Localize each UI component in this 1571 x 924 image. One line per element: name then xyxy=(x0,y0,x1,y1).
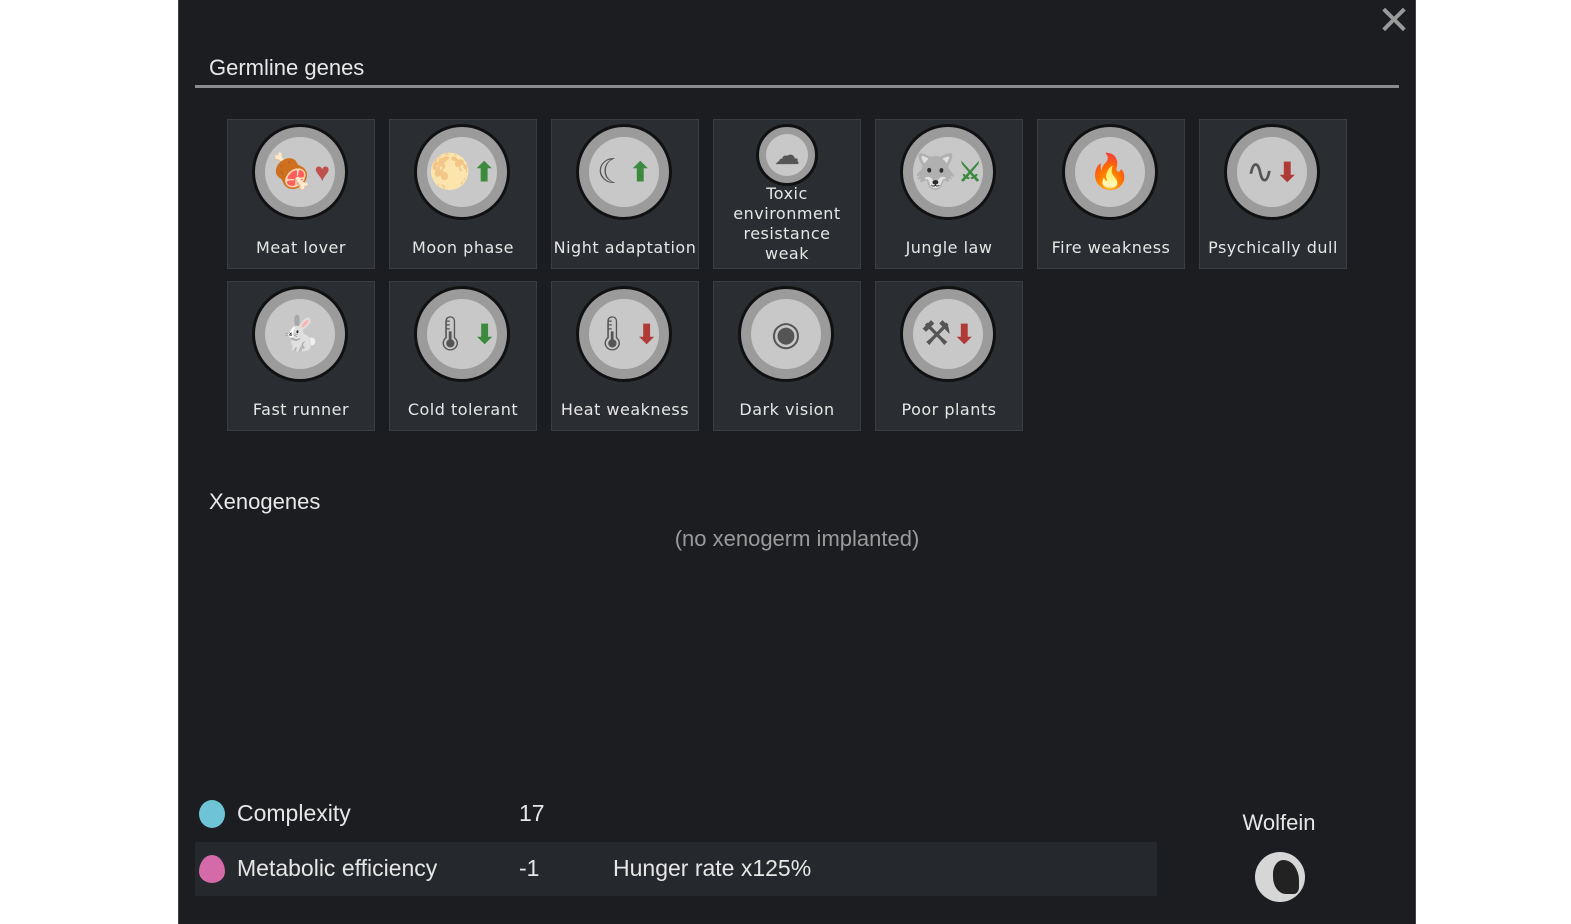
gene-label: Psychically dull xyxy=(1208,238,1338,257)
gene-glyph: ☁ xyxy=(774,140,800,170)
gene-glyph: ☾ xyxy=(596,153,628,191)
gene-label: Toxic environment resistance weak xyxy=(733,184,841,263)
rabbit-icon: 🐇 xyxy=(252,286,348,382)
gene-glyph: 🐺 xyxy=(914,153,957,191)
howling-wolf-moon-icon: 🌕⬆ xyxy=(414,124,510,220)
gene-glyph: 🍖 xyxy=(270,153,313,191)
psychic-down-icon: ∿⬇ xyxy=(1224,124,1320,220)
gene-glyph: ⚒ xyxy=(920,315,952,353)
gene-tile[interactable]: ◉ Dark vision xyxy=(713,281,861,431)
gene-arrow-icon: ⬆ xyxy=(473,157,496,187)
metabolism-flame-icon xyxy=(199,855,225,883)
eye-icon: ◉ xyxy=(738,286,834,382)
gene-tile[interactable]: ☁ Toxic environment resistance weak xyxy=(713,119,861,269)
gene-glyph: 🌡 xyxy=(428,315,472,353)
wolf-swords-icon: 🐺⚔ xyxy=(900,124,996,220)
stat-metabolic-efficiency: Metabolic efficiency -1 Hunger rate x125… xyxy=(195,842,1157,896)
gene-glyph: 🌡 xyxy=(590,315,634,353)
gene-label: Heat weakness xyxy=(560,400,690,419)
gene-tile[interactable]: 🌡⬇ Cold tolerant xyxy=(389,281,537,431)
gene-tile[interactable]: ⚒⬇ Poor plants xyxy=(875,281,1023,431)
xenotype-name: Wolfein xyxy=(1242,810,1316,835)
divider xyxy=(195,85,1399,88)
gene-label: Night adaptation xyxy=(553,238,697,257)
close-icon[interactable]: ✕ xyxy=(1377,0,1411,43)
gene-label: Fast runner xyxy=(252,400,350,419)
gene-arrow-icon: ⬇ xyxy=(635,319,658,349)
stat-value: 17 xyxy=(519,800,545,826)
germline-title: Germline genes xyxy=(209,55,365,80)
stat-effect: Hunger rate x125% xyxy=(613,855,812,881)
gene-glyph: 🐇 xyxy=(278,315,322,353)
gene-arrow-icon: ⬇ xyxy=(953,319,976,349)
gene-glyph: ◉ xyxy=(771,315,801,353)
gene-arrow-icon: ♥ xyxy=(314,157,330,187)
gene-label: Fire weakness xyxy=(1051,238,1171,257)
gene-arrow-icon: ⬆ xyxy=(629,157,652,187)
thermometer-heat-icon: 🌡⬇ xyxy=(576,286,672,382)
pitchfork-down-icon: ⚒⬇ xyxy=(900,286,996,382)
gene-dialog: ✕ Germline genes 🍖♥Meat lover🌕⬆Moon phas… xyxy=(178,0,1416,924)
gene-label: Moon phase xyxy=(412,238,514,257)
gene-tile[interactable]: ☾⬆ Night adaptation xyxy=(551,119,699,269)
meat-heart-icon: 🍖♥ xyxy=(252,124,348,220)
gene-arrow-icon: ⚔ xyxy=(958,157,982,187)
gene-label: Poor plants xyxy=(901,400,997,419)
gene-arrow-icon: ⬇ xyxy=(1276,157,1299,187)
gene-tile[interactable]: 🌡⬇ Heat weakness xyxy=(551,281,699,431)
toxic-shield-icon: ☁ xyxy=(756,124,818,186)
gene-tile[interactable]: 🍖♥ Meat lover xyxy=(227,119,375,269)
gene-glyph: 🔥 xyxy=(1088,153,1132,191)
stat-complexity: Complexity 17 xyxy=(195,787,1157,841)
wolfein-xenotype-icon[interactable] xyxy=(1255,852,1305,902)
xenogenes-empty-text: (no xenogerm implanted) xyxy=(674,526,920,551)
stat-name: Complexity xyxy=(237,800,351,826)
gene-label: Jungle law xyxy=(905,238,993,257)
gene-tile[interactable]: 🐇 Fast runner xyxy=(227,281,375,431)
gene-tile[interactable]: 🔥 Fire weakness xyxy=(1037,119,1185,269)
fire-fur-icon: 🔥 xyxy=(1062,124,1158,220)
gene-label: Dark vision xyxy=(739,400,835,419)
complexity-icon xyxy=(199,800,225,828)
gene-glyph: ∿ xyxy=(1245,153,1275,191)
xenogenes-title: Xenogenes xyxy=(209,489,321,514)
gene-tile[interactable]: 🐺⚔ Jungle law xyxy=(875,119,1023,269)
gene-label: Cold tolerant xyxy=(407,400,519,419)
crescent-moon-stars-icon: ☾⬆ xyxy=(576,124,672,220)
gene-label: Meat lover xyxy=(256,238,346,257)
gene-arrow-icon: ⬇ xyxy=(473,319,496,349)
stat-name: Metabolic efficiency xyxy=(237,855,438,881)
stat-value: -1 xyxy=(519,855,540,881)
gene-glyph: 🌕 xyxy=(428,153,472,191)
thermometer-cold-icon: 🌡⬇ xyxy=(414,286,510,382)
gene-tile[interactable]: ∿⬇ Psychically dull xyxy=(1199,119,1347,269)
gene-tile[interactable]: 🌕⬆ Moon phase xyxy=(389,119,537,269)
